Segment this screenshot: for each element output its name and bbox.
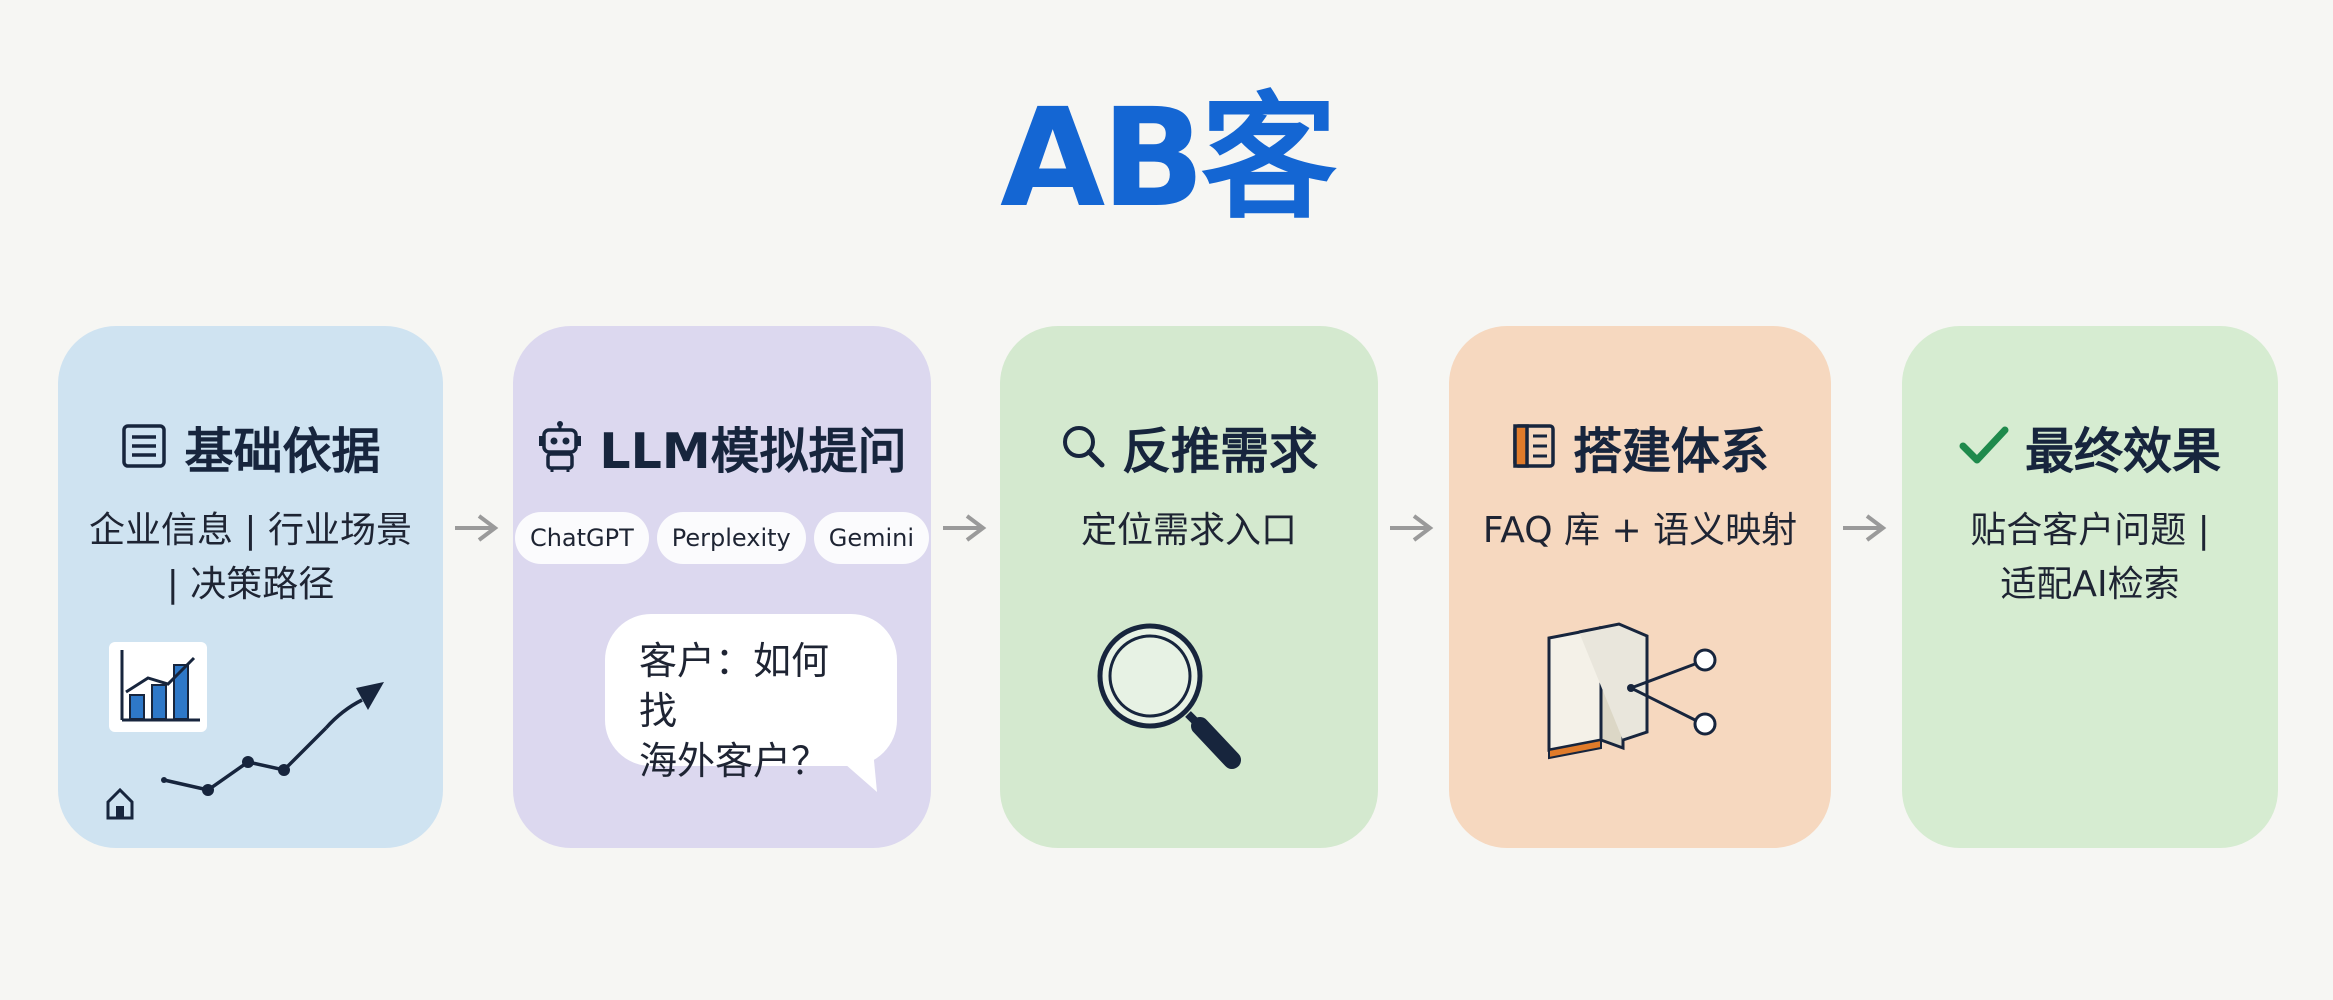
bubble-body: 客户：如何找 海外客户？ bbox=[605, 614, 897, 783]
magnifier-icon bbox=[1092, 618, 1242, 792]
flow-arrow bbox=[1841, 510, 1887, 550]
step-header: 搭建体系 bbox=[1449, 412, 1831, 483]
step-card-demand: 反推需求 定位需求入口 bbox=[1000, 326, 1378, 848]
step-header: 基础依据 bbox=[58, 412, 443, 483]
description-line: 贴合客户问题 | bbox=[1970, 510, 2210, 551]
bubble-line: 海外客户？ bbox=[639, 739, 830, 783]
llm-list: ChatGPT Perplexity Gemini bbox=[514, 512, 930, 564]
page-title: AB客 bbox=[1000, 80, 1337, 238]
llm-pill-gemini: Gemini bbox=[813, 512, 930, 564]
flow-arrow bbox=[1388, 510, 1434, 550]
bubble-line: 客户：如何找 bbox=[639, 639, 830, 733]
step-card-system: 搭建体系 FAQ 库 + 语义映射 bbox=[1449, 326, 1831, 848]
check-icon bbox=[1959, 424, 2009, 472]
flow-arrow bbox=[941, 510, 987, 550]
step-title: 搭建体系 bbox=[1572, 423, 1769, 480]
description-line: | 决策路径 bbox=[166, 564, 335, 605]
step-title: 最终效果 bbox=[2024, 423, 2221, 480]
step-description: FAQ 库 + 语义映射 bbox=[1449, 504, 1831, 558]
step-title: LLM模拟提问 bbox=[599, 423, 907, 480]
step-card-result: 最终效果 贴合客户问题 | 适配AI检索 bbox=[1902, 326, 2278, 848]
step-card-llm: LLM模拟提问 ChatGPT Perplexity Gemini 客户：如何找… bbox=[513, 326, 931, 848]
speech-bubble: 客户：如何找 海外客户？ bbox=[605, 614, 897, 792]
step-header: 最终效果 bbox=[1902, 412, 2278, 483]
step-description: 贴合客户问题 | 适配AI检索 bbox=[1902, 504, 2278, 612]
description-line: 定位需求入口 bbox=[1080, 510, 1297, 551]
description-line: 适配AI检索 bbox=[2000, 564, 2180, 605]
document-icon bbox=[120, 423, 168, 473]
step-header: LLM模拟提问 bbox=[513, 412, 931, 483]
flow-arrow bbox=[453, 510, 499, 550]
llm-pill-chatgpt: ChatGPT bbox=[514, 512, 649, 564]
book-icon bbox=[1511, 422, 1557, 474]
step-description: 定位需求入口 bbox=[1000, 504, 1378, 558]
description-line: 企业信息 | 行业场景 bbox=[88, 510, 413, 551]
robot-icon bbox=[537, 420, 583, 476]
step-card-basis: 基础依据 企业信息 | 行业场景 | 决策路径 bbox=[58, 326, 443, 848]
bubble-tail bbox=[829, 750, 877, 792]
search-icon bbox=[1060, 423, 1106, 473]
step-title: 基础依据 bbox=[184, 423, 381, 480]
step-title: 反推需求 bbox=[1121, 423, 1318, 480]
description-line: FAQ 库 + 语义映射 bbox=[1482, 510, 1798, 551]
llm-pill-perplexity: Perplexity bbox=[656, 512, 806, 564]
growth-chart-icon bbox=[104, 640, 424, 824]
books-network-icon bbox=[1545, 622, 1735, 766]
step-header: 反推需求 bbox=[1000, 412, 1378, 483]
step-description: 企业信息 | 行业场景 | 决策路径 bbox=[58, 504, 443, 612]
